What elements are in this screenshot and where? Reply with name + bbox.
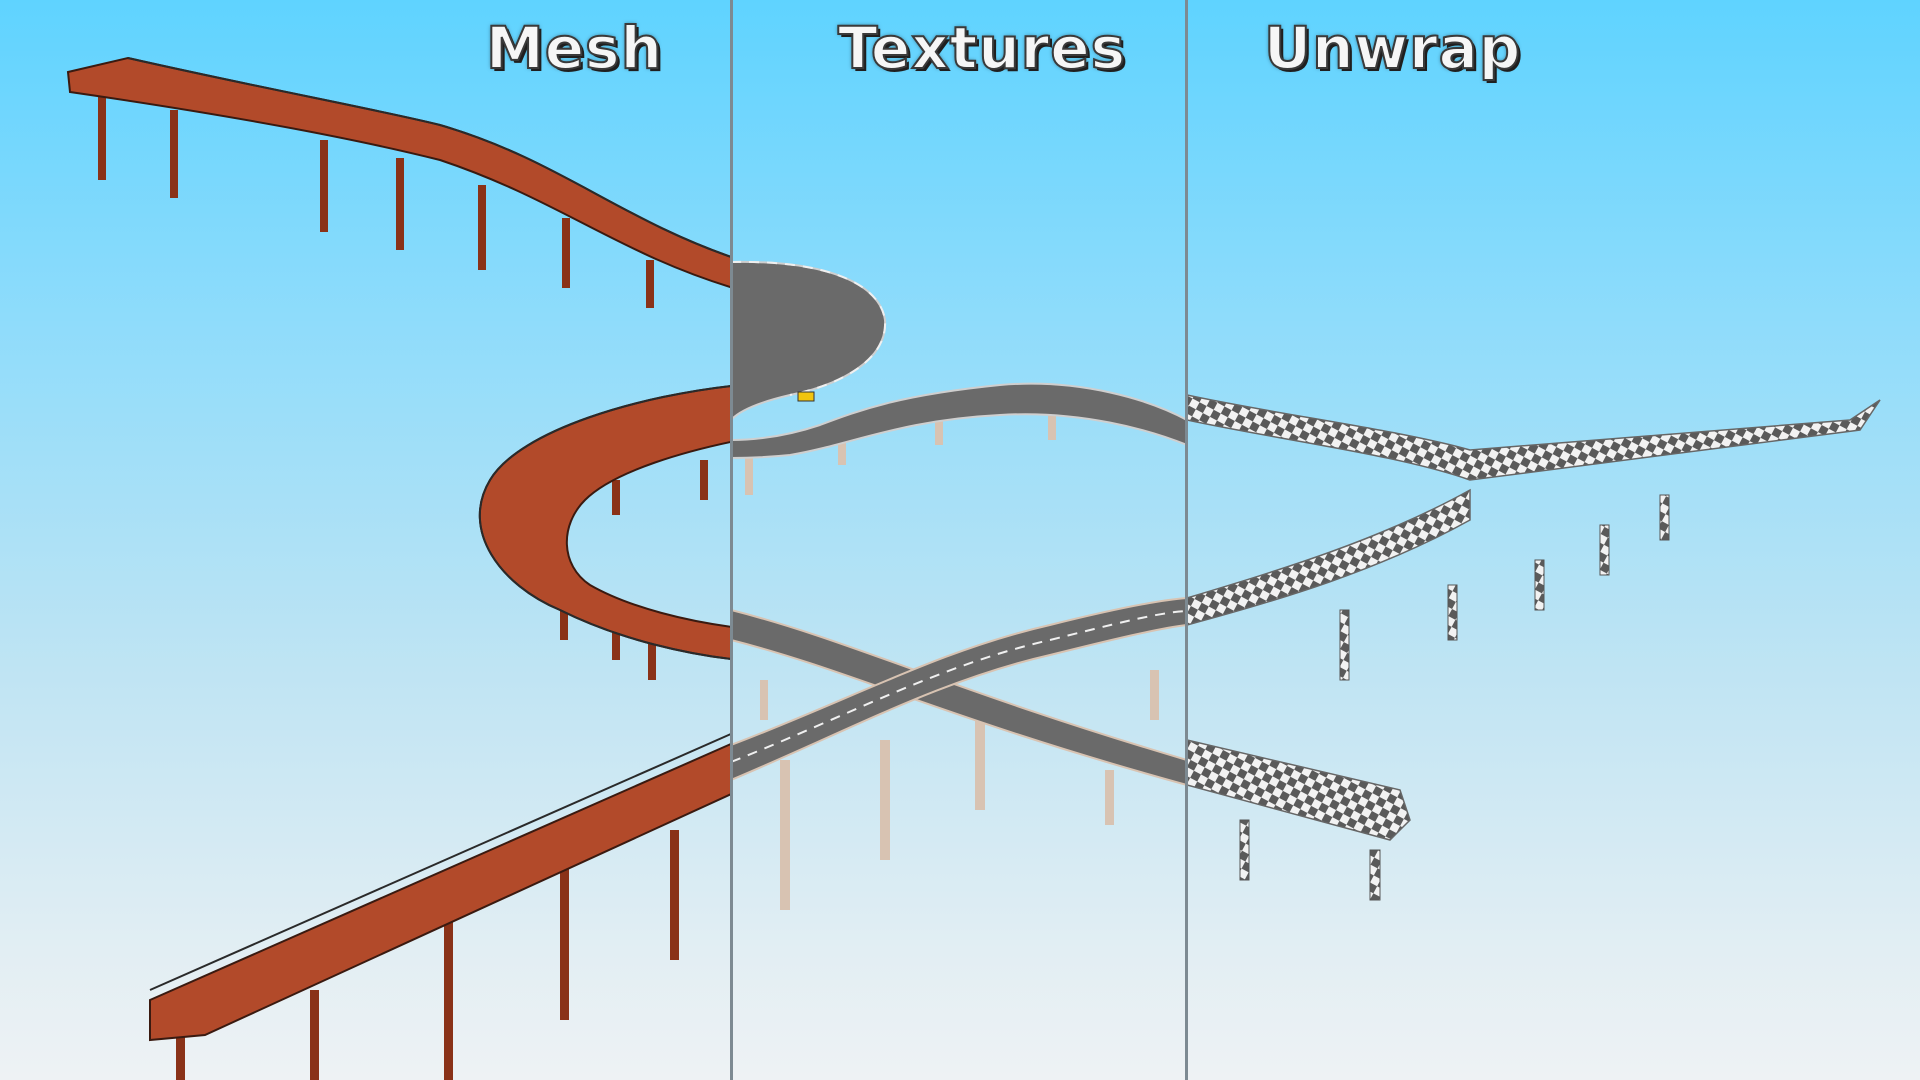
unwrap-label: Unwrap bbox=[1263, 13, 1522, 83]
texture-pillars bbox=[745, 410, 1159, 910]
mesh-pillars bbox=[98, 90, 708, 1080]
unwrap-middle-road bbox=[1187, 488, 1471, 626]
unwrap-panel-geometry bbox=[1187, 394, 1881, 901]
textures-label: Textures bbox=[837, 13, 1127, 83]
divider-left bbox=[730, 0, 733, 1080]
texture-crossing-road bbox=[731, 596, 1187, 782]
mesh-panel-geometry bbox=[66, 56, 731, 1080]
mesh-label: Mesh bbox=[485, 13, 663, 83]
divider-right bbox=[1185, 0, 1188, 1080]
texture-upper-road bbox=[731, 260, 1187, 459]
taxi-car-icon bbox=[797, 391, 815, 402]
unwrap-upper-road bbox=[1187, 394, 1881, 481]
mesh-curve-deck bbox=[478, 385, 731, 661]
unwrap-lower-road bbox=[1187, 739, 1411, 841]
texture-lower-road bbox=[731, 608, 1187, 787]
textures-panel-geometry bbox=[731, 260, 1187, 910]
unwrap-pillars bbox=[1239, 494, 1670, 901]
mesh-lower-deck bbox=[149, 742, 731, 1042]
